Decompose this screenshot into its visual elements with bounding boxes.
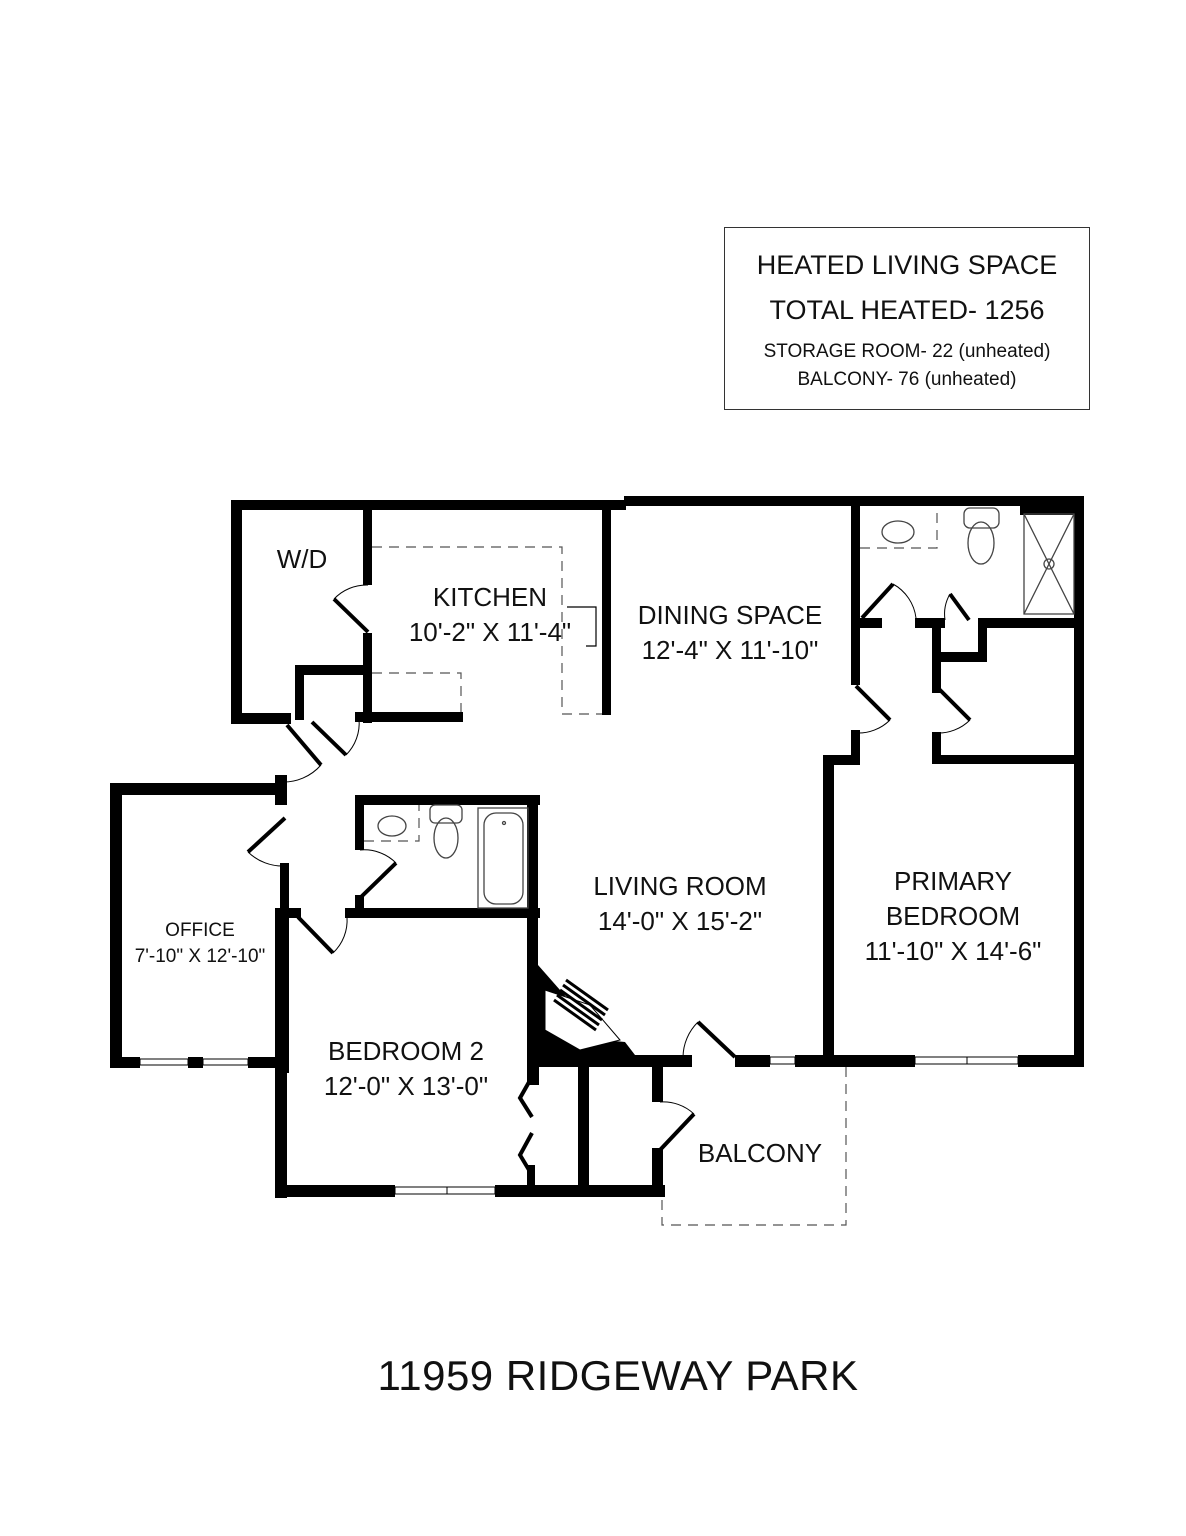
fixtures	[377, 507, 1075, 909]
room-name-line1: PRIMARY	[893, 866, 1012, 896]
room-name: BEDROOM 2	[327, 1036, 485, 1066]
room-label-dining: DINING SPACE 12'-4" X 11'-10"	[638, 598, 822, 668]
doors	[246, 582, 972, 1177]
room-dims: 10'-2" X 11'-4"	[408, 617, 572, 648]
fireplace-icon	[538, 965, 635, 1055]
room-name: DINING SPACE	[637, 600, 823, 630]
area-summary-box: HEATED LIVING SPACE TOTAL HEATED- 1256 S…	[724, 227, 1090, 410]
room-label-living: LIVING ROOM 14'-0" X 15'-2"	[593, 869, 766, 939]
property-address: 11959 RIDGEWAY PARK	[377, 1352, 859, 1399]
room-label-bedroom2: BEDROOM 2 12'-0" X 13'-0"	[324, 1034, 488, 1104]
room-name: W/D	[276, 544, 328, 574]
counters	[364, 508, 938, 1226]
kitchen-appliance	[567, 606, 597, 647]
hall-toilet-icon	[433, 817, 459, 859]
room-dims: 7'-10" X 12'-10"	[134, 945, 266, 967]
room-dims: 11'-10" X 14'-6"	[864, 936, 1042, 967]
room-label-primary-bedroom: PRIMARY BEDROOM 11'-10" X 14'-6"	[865, 864, 1042, 969]
room-name: OFFICE	[165, 920, 235, 941]
room-dims: 12'-4" X 11'-10"	[641, 635, 819, 666]
legend-storage: STORAGE ROOM- 22 (unheated)	[763, 341, 1051, 362]
primary-toilet-icon	[967, 521, 995, 565]
room-dims: 14'-0" X 15'-2"	[597, 906, 763, 937]
room-name: LIVING ROOM	[593, 871, 767, 901]
room-label-kitchen: KITCHEN 10'-2" X 11'-4"	[409, 580, 571, 650]
room-label-balcony: BALCONY	[698, 1136, 822, 1171]
hall-toilet-tank-icon	[429, 804, 463, 824]
windows	[139, 1056, 1019, 1195]
legend-balcony: BALCONY- 76 (unheated)	[797, 369, 1017, 390]
hall-sink-icon	[377, 815, 407, 837]
room-name-line2: BEDROOM	[885, 901, 1021, 932]
primary-toilet-tank-icon	[963, 507, 1000, 529]
bathtub-icon	[477, 807, 529, 909]
room-name: KITCHEN	[432, 582, 548, 612]
room-label-wd: W/D	[277, 542, 328, 577]
shower-icon	[1023, 513, 1075, 615]
legend-title: HEATED LIVING SPACE	[756, 250, 1058, 280]
room-name: BALCONY	[697, 1138, 823, 1168]
room-dims: 12'-0" X 13'-0"	[323, 1071, 489, 1102]
legend-total-heated: TOTAL HEATED- 1256	[769, 295, 1045, 325]
primary-sink-icon	[881, 520, 915, 544]
room-label-office: OFFICE 7'-10" X 12'-10"	[135, 918, 266, 969]
